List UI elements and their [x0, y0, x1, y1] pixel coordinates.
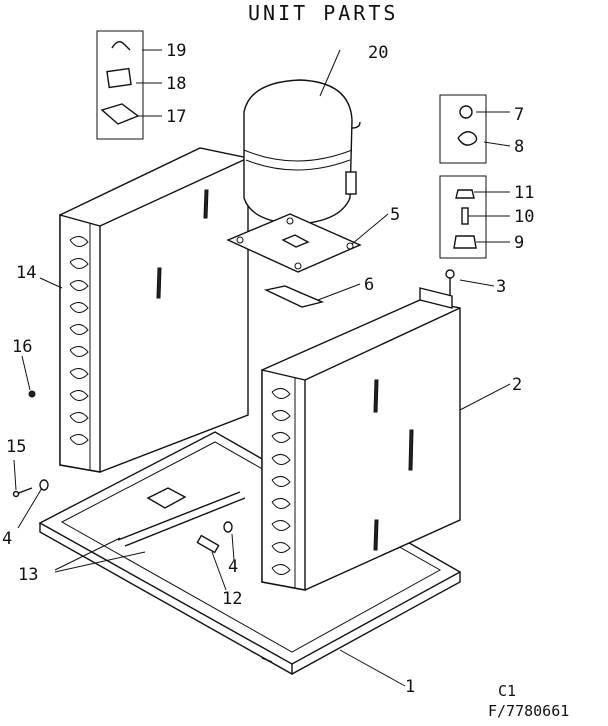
- callout-10: 10: [514, 207, 534, 227]
- callout-7: 7: [514, 105, 524, 125]
- figure-code-line2: F/7780661: [488, 702, 569, 720]
- callout-12: 12: [222, 589, 242, 609]
- bracket: [263, 285, 325, 308]
- callout-14: 14: [16, 263, 36, 283]
- callout-4a: 4: [2, 529, 12, 549]
- callout-3: 3: [496, 277, 506, 297]
- evaporator-coil-right: [261, 287, 461, 591]
- callout-15: 15: [6, 437, 26, 457]
- callout-18: 18: [166, 74, 186, 94]
- callout-9: 9: [514, 233, 524, 253]
- screw-16: [28, 390, 36, 398]
- callout-8: 8: [514, 137, 524, 157]
- callout-4b: 4: [228, 557, 238, 577]
- grommet-4-left: [39, 479, 49, 491]
- screw-15: [12, 487, 33, 498]
- callout-labels: 1 2 3 4 4 5 6 7 8 9 10 11 12 13 14 15 16…: [2, 41, 534, 697]
- callout-19: 19: [166, 41, 186, 61]
- callout-20: 20: [368, 43, 388, 63]
- parts-box-17-19: [96, 30, 144, 140]
- parts-box-9-11: [439, 175, 487, 259]
- callout-17: 17: [166, 107, 186, 127]
- grommet-4-right: [223, 521, 233, 533]
- callout-11: 11: [514, 183, 534, 203]
- compressor-mounting-plate: [226, 213, 362, 273]
- callout-6: 6: [364, 275, 374, 295]
- callout-2: 2: [512, 375, 522, 395]
- diagram-title: UNIT PARTS: [248, 1, 398, 25]
- callout-1: 1: [405, 677, 415, 697]
- callout-5: 5: [390, 205, 400, 225]
- screw-3: [445, 269, 455, 296]
- callout-13: 13: [18, 565, 38, 585]
- condenser-coil-left: [59, 147, 249, 473]
- parts-box-7-8: [439, 94, 487, 164]
- compressor: [243, 79, 361, 225]
- figure-code-line1: C1: [498, 682, 516, 700]
- callout-16: 16: [12, 337, 32, 357]
- leader-lines: [13, 49, 511, 687]
